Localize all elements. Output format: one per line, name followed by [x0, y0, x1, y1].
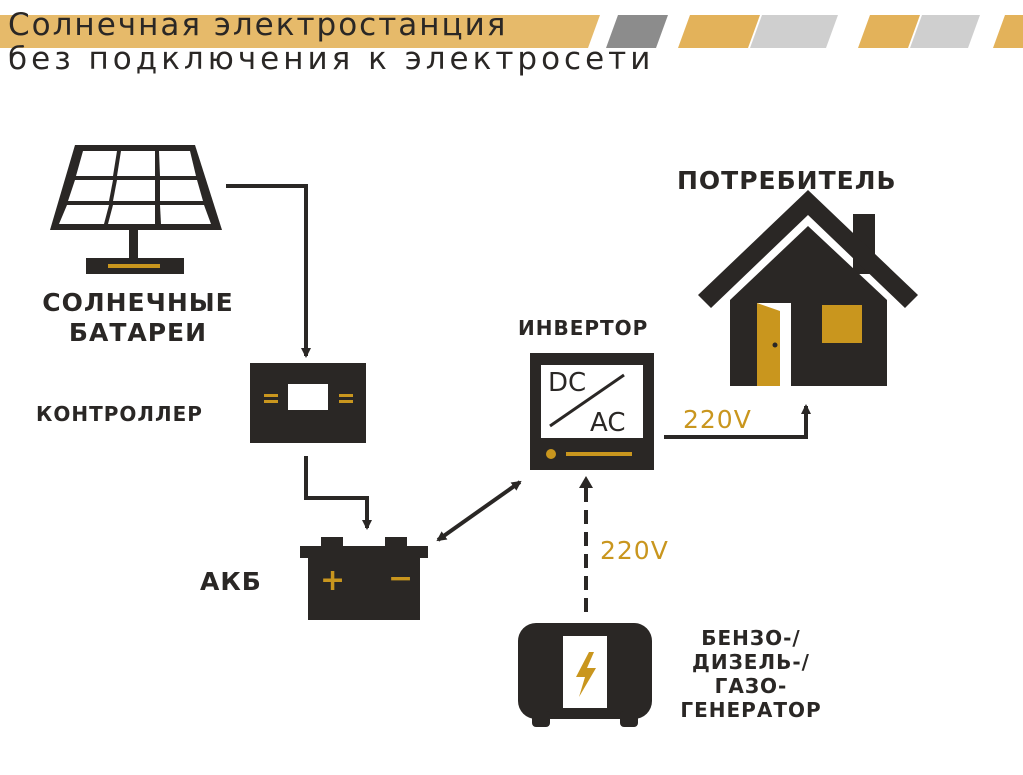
edge-generator-inverter-head — [579, 476, 593, 488]
battery-icon — [300, 537, 428, 620]
page-title-line1: Солнечная электростанция — [8, 7, 508, 43]
controller-icon — [250, 363, 366, 443]
solar-panel-icon — [50, 145, 222, 274]
generator-icon — [518, 623, 652, 727]
header-stripes — [0, 15, 1023, 48]
battery-minus-sign: − — [388, 561, 414, 596]
label-generator: БЕНЗО-/ ДИЗЕЛЬ-/ ГАЗО- ГЕНЕРАТОР — [680, 626, 822, 722]
inverter-ac-label: AC — [590, 408, 626, 438]
voltage-inverter-consumer: 220V — [683, 405, 752, 434]
label-inverter: ИНВЕРТОР — [518, 316, 649, 340]
edge-inverter-consumer — [664, 404, 811, 439]
inverter-icon — [530, 353, 654, 470]
label-solar-panels: СОЛНЕЧНЫЕ БАТАРЕИ — [42, 288, 234, 347]
label-battery: АКБ — [200, 567, 262, 596]
lightning-icon — [576, 652, 596, 697]
battery-plus-sign: + — [320, 563, 346, 598]
label-consumer: ПОТРЕБИТЕЛЬ — [677, 166, 897, 195]
edge-controller-battery — [304, 456, 372, 530]
house-icon — [698, 190, 918, 386]
label-controller: КОНТРОЛЛЕР — [36, 402, 203, 426]
edge-panel-controller — [226, 184, 311, 358]
page-title-line2: без подключения к электросети — [8, 41, 655, 77]
edge-battery-inverter — [436, 480, 522, 542]
voltage-generator-inverter: 220V — [600, 536, 669, 565]
inverter-dc-label: DC — [548, 368, 587, 398]
